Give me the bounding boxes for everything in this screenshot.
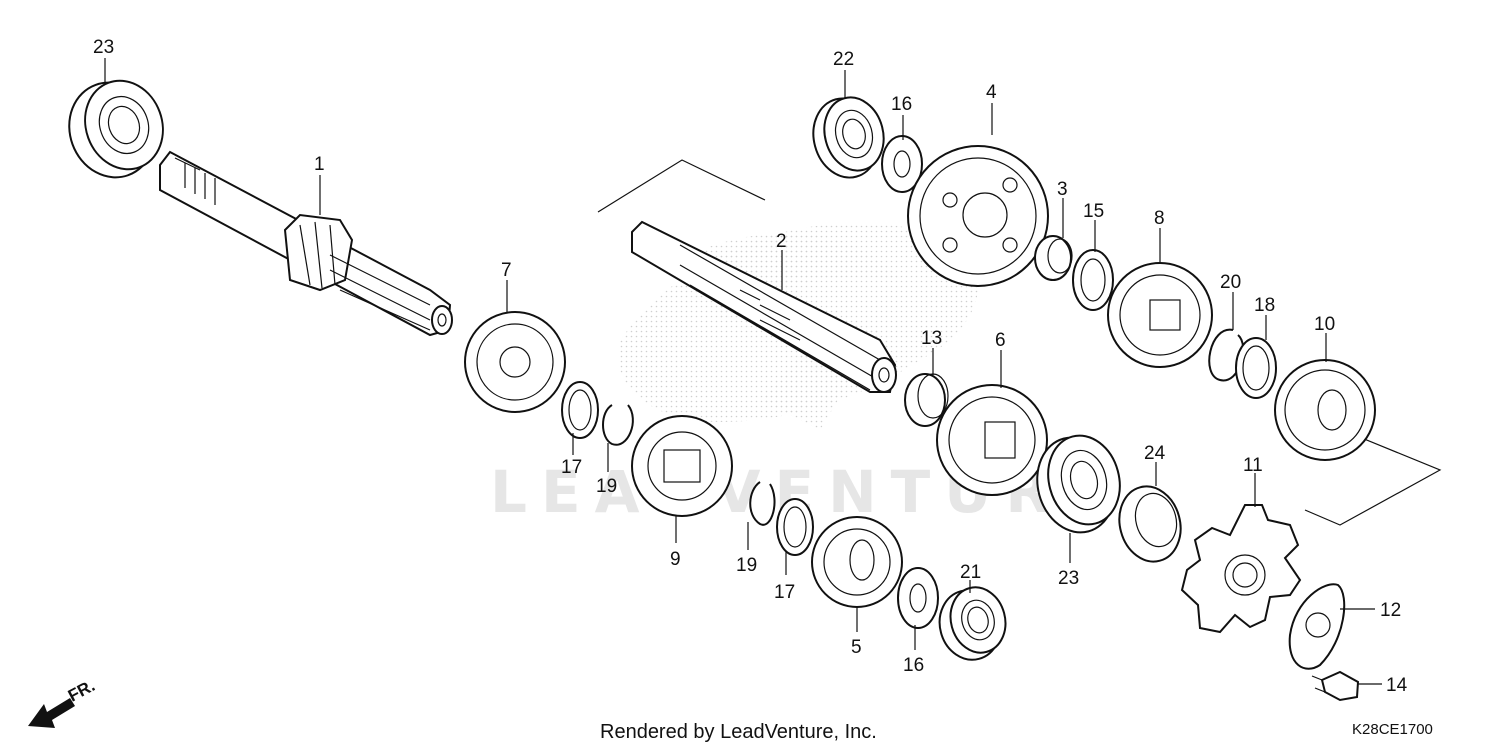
thrust-washer-18 xyxy=(1235,337,1277,399)
callout-17-left: 17 xyxy=(561,457,582,478)
circlip-19-left xyxy=(602,404,634,446)
callout-15: 15 xyxy=(1083,201,1104,222)
callout-1: 1 xyxy=(314,154,325,175)
gear-9 xyxy=(631,415,733,517)
callout-6: 6 xyxy=(995,330,1006,351)
thrust-washer-17-left xyxy=(561,381,599,439)
callout-18: 18 xyxy=(1254,295,1275,316)
callout-23-top-left: 23 xyxy=(93,37,114,58)
leader-lines xyxy=(104,58,1382,685)
bolt-14 xyxy=(1311,670,1360,702)
bushing-13 xyxy=(904,373,949,427)
bearing-21 xyxy=(938,586,1007,661)
callout-17-lower: 17 xyxy=(774,582,795,603)
gear-8 xyxy=(1107,262,1213,368)
callout-4: 4 xyxy=(986,82,997,103)
callout-23-lower: 23 xyxy=(1058,568,1079,589)
callout-labels: 23 1 22 16 4 2 3 15 8 7 20 18 10 13 6 17… xyxy=(93,37,1408,696)
front-arrow-icon xyxy=(28,698,75,728)
bearing-23-top-left xyxy=(68,79,164,179)
thrust-washer-15 xyxy=(1072,249,1114,311)
bearing-22 xyxy=(812,96,885,179)
gear-7 xyxy=(464,311,566,413)
callout-13: 13 xyxy=(921,328,942,349)
callout-5: 5 xyxy=(851,637,862,658)
thrust-washer-16-top xyxy=(881,135,923,193)
gear-6 xyxy=(936,384,1048,496)
callout-21: 21 xyxy=(960,562,981,583)
thrust-washer-16-lower xyxy=(897,567,939,629)
callout-19-lower: 19 xyxy=(736,555,757,576)
callout-22: 22 xyxy=(833,49,854,70)
oil-seal-24 xyxy=(1118,485,1182,563)
callout-19-left: 19 xyxy=(596,476,617,497)
callout-9: 9 xyxy=(670,549,681,570)
gear-10 xyxy=(1274,359,1376,461)
bushing-3 xyxy=(1034,235,1073,281)
callout-11: 11 xyxy=(1243,455,1263,476)
callout-20: 20 xyxy=(1220,272,1241,293)
callout-7: 7 xyxy=(501,260,512,281)
callout-24: 24 xyxy=(1144,443,1166,464)
front-direction-indicator: FR. xyxy=(28,676,98,728)
gear-5 xyxy=(811,516,903,608)
render-credit: Rendered by LeadVenture, Inc. xyxy=(600,721,877,743)
gear-4 xyxy=(907,145,1049,287)
callout-16-top: 16 xyxy=(891,94,912,115)
diagram-code: K28CE1700 xyxy=(1352,721,1433,738)
drive-sprocket-11 xyxy=(1180,504,1302,634)
callout-10: 10 xyxy=(1314,314,1335,335)
callout-2: 2 xyxy=(776,231,787,252)
bearing-23-lower xyxy=(1036,434,1121,534)
countershaft-2 xyxy=(631,220,897,393)
circlip-19-lower xyxy=(749,481,776,526)
mainshaft-1 xyxy=(159,150,453,337)
thrust-washer-17-lower xyxy=(776,498,814,556)
assembly-bracket-lines xyxy=(597,159,1442,526)
callout-14: 14 xyxy=(1386,675,1408,696)
callout-12: 12 xyxy=(1380,600,1401,621)
fixing-plate-12 xyxy=(1288,583,1346,670)
callout-8: 8 xyxy=(1154,208,1165,229)
callout-3: 3 xyxy=(1057,179,1068,200)
callout-16-lower: 16 xyxy=(903,655,924,676)
